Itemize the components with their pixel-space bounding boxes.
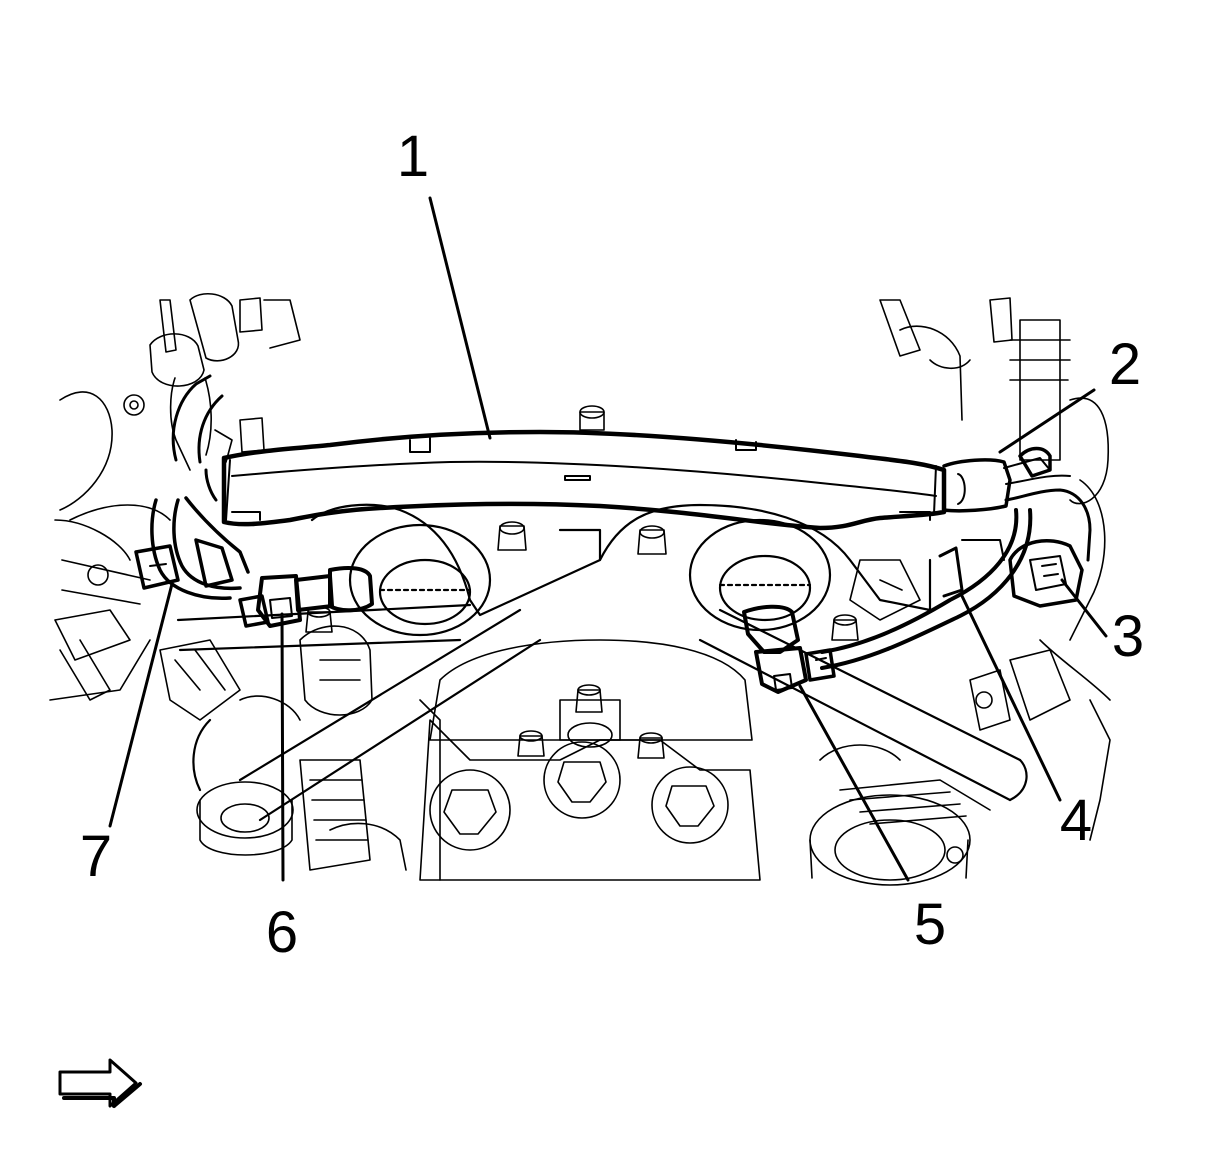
leader-line-2: [998, 388, 1096, 454]
leader-line-7: [108, 582, 174, 828]
leader-lines: [108, 196, 1108, 882]
bolt-group: [305, 405, 859, 759]
callout-6: 6: [265, 900, 299, 965]
callout-5: 5: [913, 892, 947, 957]
view-direction-arrow-icon: [58, 1058, 142, 1108]
cylinder-head: [310, 503, 932, 637]
leader-line-5: [798, 684, 910, 882]
leader-line-6: [280, 612, 285, 882]
injector-connector-left: [238, 566, 374, 628]
drive-belt: [176, 603, 1028, 822]
leader-line-4: [960, 594, 1062, 802]
injector-connector-right: [742, 604, 836, 694]
callout-7: 7: [79, 824, 113, 889]
engine-background-detail: [49, 293, 1111, 886]
callout-4: 4: [1059, 788, 1093, 853]
fuel-feed-fitting: [942, 446, 1092, 562]
callout-2: 2: [1108, 332, 1142, 397]
harness-connector-left: [134, 374, 250, 600]
callout-3: 3: [1111, 604, 1145, 669]
leader-line-1: [428, 196, 492, 440]
fuel-rail: [221, 429, 947, 531]
harness-connector-right: [1008, 538, 1084, 608]
callout-1: 1: [396, 124, 430, 189]
wiring-harness: [820, 508, 1033, 670]
leader-line-3: [1060, 578, 1108, 638]
